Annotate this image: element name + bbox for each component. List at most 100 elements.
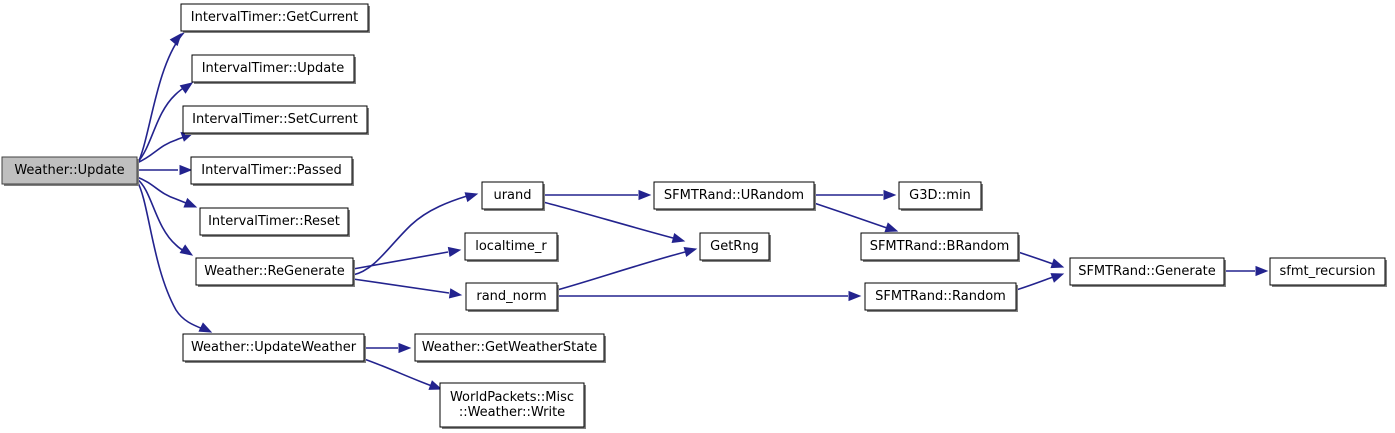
edge-rand-norm-to-sfmtrand-random xyxy=(557,290,862,302)
arrowhead-icon xyxy=(198,322,213,333)
node-box[interactable] xyxy=(481,181,544,210)
edge-weather-regenerate-to-localtime-r xyxy=(352,246,462,270)
node-box[interactable] xyxy=(1069,257,1225,286)
node-label: SFMTRand::Random xyxy=(875,289,1006,304)
edge-weather-update-to-intervaltimer-getcurrent xyxy=(136,25,192,166)
node-label: IntervalTimer::Update xyxy=(202,61,345,76)
node-box[interactable] xyxy=(190,156,353,185)
node-intervaltimer-reset[interactable]: IntervalTimer::Reset xyxy=(199,207,350,237)
edge-weather-update-to-intervaltimer-reset xyxy=(136,176,198,208)
edge-weather-regenerate-to-rand-norm xyxy=(352,278,463,299)
node-urand[interactable]: urand xyxy=(481,181,545,211)
node-label: IntervalTimer::Reset xyxy=(208,214,340,229)
node-box[interactable] xyxy=(1,156,138,185)
edge-line xyxy=(813,202,888,229)
edge-weather-update-to-weather-regenerate xyxy=(136,178,194,256)
node-layer: Weather::Update IntervalTimer::GetCurrent… xyxy=(1,3,1387,429)
arrowhead-icon xyxy=(638,189,652,201)
edge-weather-regenerate-to-urand xyxy=(352,192,479,276)
edge-urand-to-getrng xyxy=(542,201,686,243)
node-weather-update[interactable]: Weather::Update xyxy=(1,156,139,186)
node-label: SFMTRand::BRandom xyxy=(870,239,1010,254)
arrowhead-icon xyxy=(179,82,194,94)
arrowhead-icon xyxy=(179,244,194,256)
node-sfmt-recursion[interactable]: sfmt_recursion xyxy=(1269,257,1387,287)
arrowhead-icon xyxy=(1050,258,1065,269)
node-intervaltimer-update[interactable]: IntervalTimer::Update xyxy=(191,54,356,84)
node-box[interactable] xyxy=(898,181,982,210)
edge-sfmtrand-urandom-to-sfmtrand-brandom xyxy=(813,202,899,233)
edge-rand-norm-to-getrng xyxy=(556,247,698,291)
arrowhead-icon xyxy=(447,246,462,258)
node-worldpackets-misc-weather-write[interactable]: WorldPackets::Misc::Weather::Write xyxy=(439,382,586,429)
edge-line xyxy=(136,180,204,330)
edge-line xyxy=(1015,276,1054,291)
node-box[interactable] xyxy=(1269,257,1386,286)
node-intervaltimer-getcurrent[interactable]: IntervalTimer::GetCurrent xyxy=(180,3,370,33)
node-box[interactable] xyxy=(191,54,355,83)
node-label: SFMTRand::URandom xyxy=(664,188,804,203)
arrowhead-icon xyxy=(398,342,412,354)
node-sfmtrand-generate[interactable]: SFMTRand::Generate xyxy=(1069,257,1226,287)
edge-line xyxy=(556,251,686,291)
node-box[interactable] xyxy=(180,3,369,32)
node-getrng[interactable]: GetRng xyxy=(699,232,771,262)
node-g3d-min[interactable]: G3D::min xyxy=(898,181,983,211)
edge-line xyxy=(352,195,468,276)
node-label: localtime_r xyxy=(475,239,547,254)
edge-sfmtrand-urandom-to-g3d-min xyxy=(814,189,897,201)
edge-sfmtrand-random-to-sfmtrand-generate xyxy=(1015,273,1065,291)
node-box[interactable] xyxy=(439,382,585,428)
node-box[interactable] xyxy=(653,181,815,210)
node-box[interactable] xyxy=(199,207,349,236)
node-sfmtrand-brandom[interactable]: SFMTRand::BRandom xyxy=(860,232,1020,262)
node-box[interactable] xyxy=(465,282,558,311)
arrowhead-icon xyxy=(884,222,899,233)
node-box[interactable] xyxy=(182,105,368,134)
node-weather-updateweather[interactable]: Weather::UpdateWeather xyxy=(182,333,366,363)
edge-line xyxy=(363,358,433,387)
node-intervaltimer-setcurrent[interactable]: IntervalTimer::SetCurrent xyxy=(182,105,369,135)
node-box[interactable] xyxy=(860,232,1019,261)
edge-urand-to-sfmtrand-urandom xyxy=(543,189,652,201)
node-label: urand xyxy=(493,188,531,203)
node-box[interactable] xyxy=(464,232,558,261)
arrowhead-icon xyxy=(1255,265,1269,277)
node-box[interactable] xyxy=(182,333,365,362)
edge-line xyxy=(1017,251,1054,265)
node-box[interactable] xyxy=(864,282,1017,311)
node-sfmtrand-urandom[interactable]: SFMTRand::URandom xyxy=(653,181,816,211)
arrowhead-icon xyxy=(848,290,862,302)
arrowhead-icon xyxy=(671,233,686,243)
edge-line xyxy=(542,201,674,239)
node-box[interactable] xyxy=(699,232,770,261)
edge-weather-update-to-intervaltimer-update xyxy=(136,82,194,164)
arrowhead-icon xyxy=(464,192,479,203)
node-localtime-r[interactable]: localtime_r xyxy=(464,232,559,262)
node-label: G3D::min xyxy=(909,188,971,203)
node-label: IntervalTimer::Passed xyxy=(201,163,342,178)
arrowhead-icon xyxy=(183,197,198,208)
node-rand-norm[interactable]: rand_norm xyxy=(465,282,559,312)
edge-line xyxy=(136,178,187,253)
node-intervaltimer-passed[interactable]: IntervalTimer::Passed xyxy=(190,156,354,186)
edge-weather-updateweather-to-weather-getweatherstate xyxy=(364,342,412,354)
node-label: SFMTRand::Generate xyxy=(1078,264,1216,279)
edge-sfmtrand-brandom-to-sfmtrand-generate xyxy=(1017,251,1065,269)
arrowhead-icon xyxy=(428,380,443,390)
node-sfmtrand-random[interactable]: SFMTRand::Random xyxy=(864,282,1018,312)
node-weather-getweatherstate[interactable]: Weather::GetWeatherState xyxy=(414,333,606,363)
arrowhead-icon xyxy=(448,288,463,299)
node-label: sfmt_recursion xyxy=(1280,264,1376,279)
edge-weather-updateweather-to-worldpackets-misc-weather-write xyxy=(363,358,443,390)
arrowhead-icon xyxy=(169,32,182,47)
node-weather-regenerate[interactable]: Weather::ReGenerate xyxy=(195,257,355,287)
node-label: rand_norm xyxy=(476,289,546,304)
node-label: WorldPackets::Misc xyxy=(450,390,574,405)
edge-line xyxy=(352,278,450,294)
edge-weather-update-to-intervaltimer-passed xyxy=(137,164,193,176)
edge-sfmtrand-generate-to-sfmt-recursion xyxy=(1224,265,1269,277)
node-box[interactable] xyxy=(414,333,605,362)
node-box[interactable] xyxy=(195,257,354,286)
